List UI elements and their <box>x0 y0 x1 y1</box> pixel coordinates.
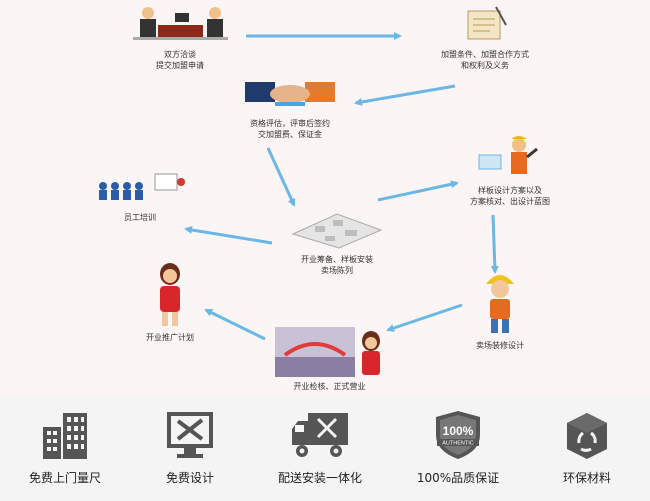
step-label: 开业检核、正式营业 <box>293 382 366 391</box>
quality-badge-subtext: AUTHENTIC <box>442 441 474 447</box>
step-label: 开业推广计划 <box>146 333 194 342</box>
step-label: 双方洽谈 提交加盟申请 <box>156 50 204 70</box>
arrow-6-4 <box>377 180 459 202</box>
step-label: 员工培训 <box>124 213 156 222</box>
feature-label: 免费上门量尺 <box>28 471 101 485</box>
feature-free-measure: 免费上门量尺 <box>0 395 130 486</box>
step-opening-prep: 开业筹备、样板安装 卖场陈列 <box>287 204 387 276</box>
process-flow-diagram: 双方洽谈 提交加盟申请 加盟条件、加盟合作方式 和权利及义务 资格评估，评审后签… <box>90 5 575 392</box>
flow-arrows <box>184 32 499 341</box>
store-layout-3d-icon <box>291 213 383 249</box>
design-monitor-icon <box>167 412 213 458</box>
arrow-3-6 <box>266 147 296 207</box>
step-grand-opening: 开业检核、正式营业 <box>272 327 387 392</box>
quality-shield-icon: 100% AUTHENTIC <box>436 411 480 459</box>
step-label: 资格评估，评审后签约 交加盟费、保证金 <box>250 119 330 139</box>
feature-label: 环保材料 <box>562 471 611 485</box>
step-conditions: 加盟条件、加盟合作方式 和权利及义务 <box>400 5 570 71</box>
female-presenter-icon <box>160 263 180 326</box>
arrow-4-8 <box>490 214 499 274</box>
feature-label: 免费设计 <box>165 471 214 485</box>
arrow-2-3 <box>354 84 456 106</box>
feature-free-design: 免费设计 <box>125 395 255 486</box>
delivery-truck-icon <box>292 413 348 457</box>
feature-delivery-install: 配送安装一体化 <box>255 395 385 486</box>
step-decoration-design: 卖场装修设计 <box>460 270 540 351</box>
step-label: 开业筹备、样板安装 卖场陈列 <box>301 255 373 275</box>
quality-badge-text: 100% <box>443 424 474 438</box>
feature-quality-guarantee: 100% AUTHENTIC 100%品质保证 <box>393 395 523 486</box>
training-group-icon <box>98 173 185 200</box>
step-label: 样板设计方案以及 方案核对、出设计蓝图 <box>470 186 550 206</box>
feature-label: 100%品质保证 <box>416 471 500 485</box>
arrow-9-7 <box>204 308 266 341</box>
feature-eco-materials: 环保材料 <box>522 395 650 486</box>
step-label: 加盟条件、加盟合作方式 和权利及义务 <box>441 50 529 70</box>
step-opening-promotion: 开业推广计划 <box>130 262 210 343</box>
step-negotiation: 双方洽谈 提交加盟申请 <box>120 5 240 71</box>
contract-scroll-icon <box>467 6 507 40</box>
feature-label: 配送安装一体化 <box>277 471 362 485</box>
store-opening-photo-icon <box>274 327 380 377</box>
step-evaluation: 资格评估，评审后签约 交加盟费、保证金 <box>225 74 355 140</box>
meeting-people-icon <box>132 7 228 40</box>
construction-worker-icon <box>486 275 514 333</box>
service-features-bar: 免费上门量尺 免费设计 配送安装一体化 <box>0 395 650 501</box>
arrow-6-5 <box>184 226 273 245</box>
engineer-with-blueprint-icon <box>478 136 538 174</box>
building-icon <box>43 413 87 459</box>
arrow-8-9 <box>386 303 463 332</box>
recycle-box-icon <box>567 413 607 459</box>
handshake-icon <box>245 82 335 106</box>
step-label: 卖场装修设计 <box>476 341 524 350</box>
step-design-plan: 样板设计方案以及 方案核对、出设计蓝图 <box>445 135 575 207</box>
step-staff-training: 员工培训 <box>90 170 190 223</box>
